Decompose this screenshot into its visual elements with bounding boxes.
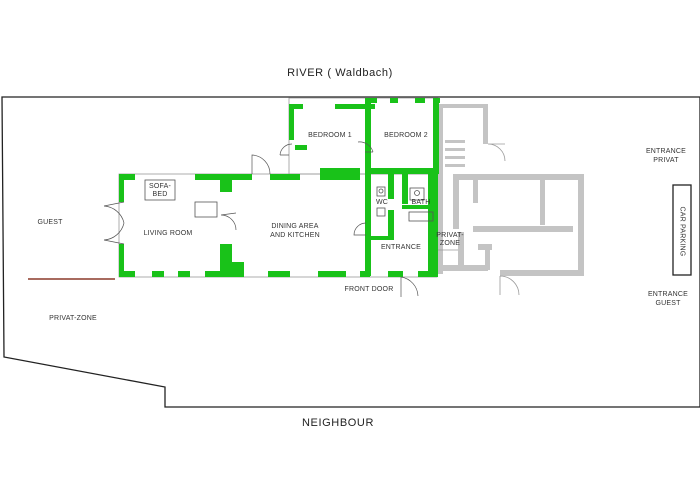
privat-zone-inner-label-2: ZONE <box>439 240 461 247</box>
private-doors <box>438 143 520 296</box>
privat-zone-label: PRIVAT-ZONE <box>49 315 97 322</box>
doors <box>103 141 419 297</box>
entrance-label: ENTRANCE <box>380 244 422 251</box>
front-door-label: FRONT DOOR <box>344 286 394 293</box>
entrance-guest-label-1: ENTRANCE <box>647 291 689 298</box>
private-apartment-walls <box>438 104 584 276</box>
wc-label: WC <box>375 199 389 206</box>
car-parking-label: CAR PARKING <box>678 206 686 257</box>
car-parking-box <box>672 184 692 276</box>
dining-label-1: DINING AREA <box>271 223 319 230</box>
property-boundary <box>1 96 700 408</box>
bedroom-2-label: BEDROOM 2 <box>384 132 428 139</box>
guest-apartment-walls <box>119 98 440 277</box>
entrance-privat-label-2: PRIVAT <box>653 157 679 164</box>
sofa-bed-label-1: SOFA- <box>148 183 171 190</box>
dining-label-2: AND KITCHEN <box>270 232 320 239</box>
fixtures <box>144 179 434 222</box>
sofa-bed-label-2: BED <box>152 191 168 198</box>
bath-label: BATH <box>411 199 431 206</box>
entrance-privat-label-1: ENTRANCE <box>645 148 687 155</box>
living-room-label: LIVING ROOM <box>143 230 193 237</box>
guest-label: GUEST <box>37 219 63 226</box>
bedroom-1-label: BEDROOM 1 <box>308 132 352 139</box>
neighbour-label: NEIGHBOUR <box>301 417 375 429</box>
privat-zone-inner-label-1: PRIVAT- <box>436 232 464 239</box>
river-label: RIVER ( Waldbach) <box>287 67 393 79</box>
entrance-guest-label-2: GUEST <box>655 300 681 307</box>
